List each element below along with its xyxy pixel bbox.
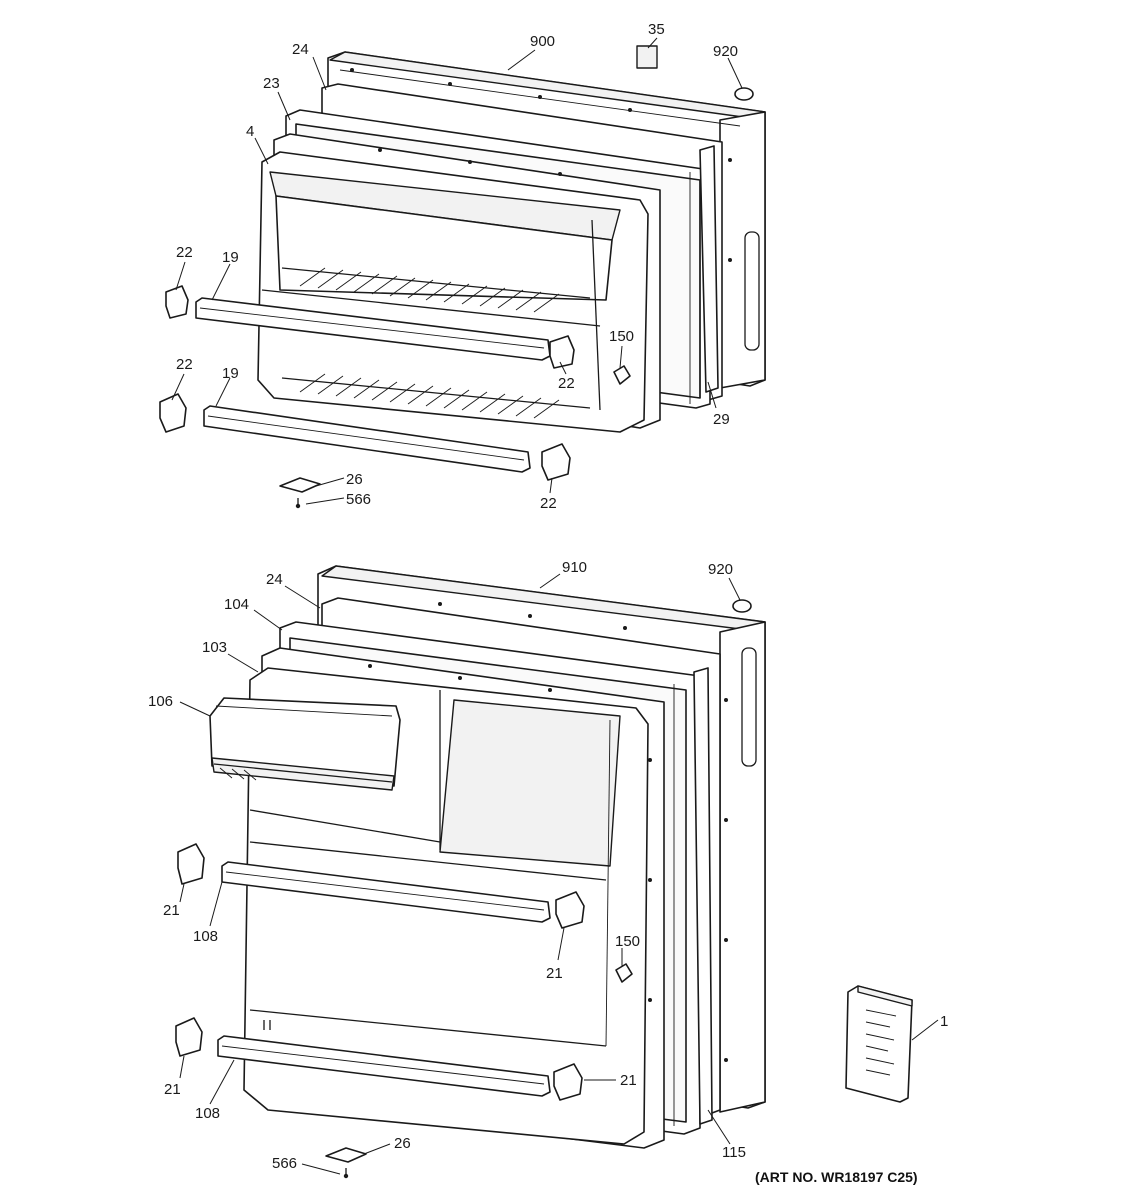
- callout-22-top-c: 22: [558, 375, 575, 392]
- callout-21-bottom-b: 21: [546, 965, 563, 982]
- callout-566-bottom: 566: [272, 1155, 297, 1172]
- fresh-food-door-assembly: 24 910 920 104 103 106 21 108 150 21 1 2…: [148, 559, 948, 1179]
- callout-19-top-b: 19: [222, 365, 239, 382]
- fresh-food-bar-cap-parts: [175, 843, 585, 1101]
- freezer-hinge-plate-part: [279, 477, 321, 493]
- callout-910: 910: [562, 559, 587, 576]
- fresh-food-plug-part: [732, 599, 752, 613]
- callout-19-top-a: 19: [222, 249, 239, 266]
- callout-920-top: 920: [713, 43, 738, 60]
- callout-21-bottom-a: 21: [163, 902, 180, 919]
- freezer-trim-strip-part: [699, 145, 719, 393]
- callout-24-top: 24: [292, 41, 309, 58]
- callout-900: 900: [530, 33, 555, 50]
- fresh-food-hinge-plate-part: [325, 1147, 367, 1163]
- callout-1: 1: [940, 1013, 948, 1030]
- callout-566-top: 566: [346, 491, 371, 508]
- callout-106: 106: [148, 693, 173, 710]
- callout-150-top: 150: [609, 328, 634, 345]
- callout-104: 104: [224, 596, 249, 613]
- callout-920-bottom: 920: [708, 561, 733, 578]
- freezer-door-assembly: 24 900 35 920 23 4 22 19 22 150 22 19 29…: [159, 21, 766, 512]
- callout-22-top-b: 22: [176, 356, 193, 373]
- fresh-food-screw-150-part: [615, 963, 633, 983]
- callout-23: 23: [263, 75, 280, 92]
- freezer-bar-cap-parts: [159, 285, 575, 481]
- fresh-food-shelf-bar-lower-part: [217, 1035, 551, 1097]
- callout-29: 29: [713, 411, 730, 428]
- freezer-plug-part: [734, 87, 754, 101]
- callout-22-top-a: 22: [176, 244, 193, 261]
- freezer-screw-150-part: [613, 365, 631, 385]
- callout-35: 35: [648, 21, 665, 38]
- freezer-small-block-part: [636, 45, 658, 69]
- owners-manual-booklet-part: [845, 985, 913, 1103]
- callout-24-bottom: 24: [266, 571, 283, 588]
- callout-22-top-d: 22: [540, 495, 557, 512]
- callout-26-bottom: 26: [394, 1135, 411, 1152]
- fresh-food-trim-strip-part: [693, 667, 713, 1125]
- freezer-shelf-bar-lower-part: [203, 405, 531, 473]
- callout-115: 115: [722, 1144, 746, 1161]
- art-number-label: (ART NO. WR18197 C25): [755, 1169, 918, 1185]
- callout-150-bottom: 150: [615, 933, 640, 950]
- callout-108-bottom-b: 108: [195, 1105, 220, 1122]
- dairy-bin-part: [209, 697, 401, 791]
- callout-26-top: 26: [346, 471, 363, 488]
- callout-103: 103: [202, 639, 227, 656]
- callout-108-bottom-a: 108: [193, 928, 218, 945]
- callout-21-bottom-c: 21: [620, 1072, 637, 1089]
- callout-21-bottom-d: 21: [164, 1081, 181, 1098]
- callout-4: 4: [246, 123, 254, 140]
